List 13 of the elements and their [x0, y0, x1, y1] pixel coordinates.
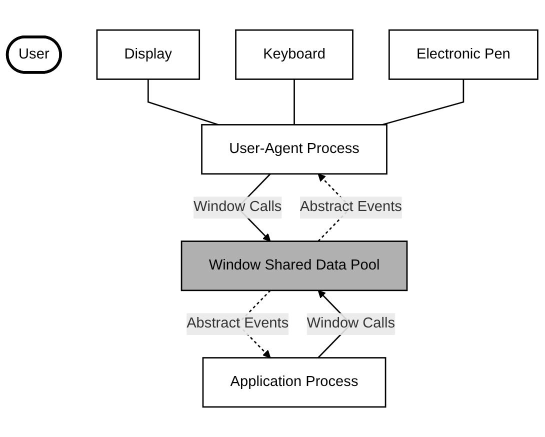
node-box: Keyboard — [235, 29, 354, 80]
node-box: Application Process — [202, 357, 386, 408]
edge-label: Abstract Events — [186, 316, 289, 332]
connector — [147, 79, 219, 126]
connector — [382, 79, 464, 126]
edge-label: Abstract Events — [300, 199, 402, 215]
edge-label: Window Calls — [306, 316, 396, 332]
node-box: Electronic Pen — [388, 29, 538, 80]
node-box: Display — [96, 29, 200, 80]
connector — [294, 79, 295, 125]
node-box: User-Agent Process — [201, 124, 388, 175]
node-box: Window Shared Data Pool — [180, 240, 408, 292]
edge-label: Window Calls — [193, 199, 282, 215]
